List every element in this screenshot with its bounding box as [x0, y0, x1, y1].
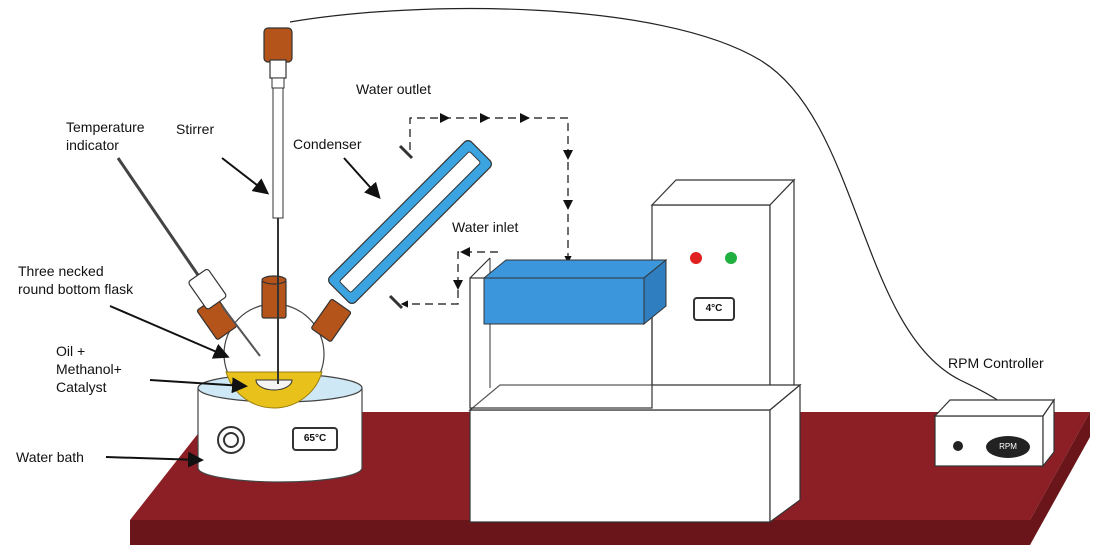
- stirrer-cable: [289, 7, 1001, 403]
- three-necked-flask-label: Three necked round bottom flask: [18, 263, 134, 297]
- water-bath-temp-display: 65°C: [303, 433, 327, 444]
- rpm-power-dot: [953, 441, 963, 451]
- mechanical-stirrer: [263, 27, 293, 384]
- bath-knob-inner: [223, 432, 239, 448]
- stirrer-label: Stirrer: [176, 121, 215, 137]
- condenser-label: Condenser: [293, 136, 362, 152]
- rpm-knob: [986, 436, 1030, 458]
- chiller-base: [469, 409, 771, 523]
- right-neck-adapter: [311, 298, 352, 342]
- water-bath-pointer: [105, 451, 204, 468]
- stirrer-pointer: [221, 157, 270, 195]
- label-pointer-arrows: [105, 157, 381, 468]
- chiller-green-light: [725, 252, 737, 264]
- flow-direction-arrows: [440, 113, 573, 290]
- chiller-red-light: [690, 252, 702, 264]
- flask-pointer: [109, 305, 230, 359]
- condenser-inlet-nozzle: [388, 294, 404, 310]
- temperature-indicator-label: Temperature indicator: [66, 119, 145, 153]
- mixture-pointer: [149, 377, 248, 394]
- stir-bar: [255, 379, 293, 391]
- oil-methanol-catalyst-label: Oil + Methanol+ Catalyst: [56, 343, 122, 395]
- rpm-controller-device: [933, 398, 1056, 468]
- condenser-pointer: [343, 157, 381, 199]
- three-necked-flask: [196, 275, 352, 409]
- rpm-controller-label: RPM Controller: [948, 355, 1044, 371]
- table-side-edge: [1030, 412, 1090, 545]
- condenser: [328, 140, 492, 304]
- temperature-probe: [116, 157, 261, 357]
- water-inlet-path: [400, 251, 498, 308]
- chiller-temp-display: 4°C: [705, 303, 723, 314]
- table-front-edge: [130, 520, 1030, 545]
- condenser-outlet-nozzle: [398, 144, 414, 160]
- water-outlet-label: Water outlet: [356, 81, 431, 97]
- water-bath-label: Water bath: [16, 449, 84, 465]
- water-inlet-label: Water inlet: [452, 219, 519, 235]
- chiller-unit: [468, 178, 802, 524]
- chiller-display-box: [693, 297, 735, 321]
- rpm-knob-label: RPM: [999, 442, 1017, 451]
- reservoir-water: [483, 277, 645, 325]
- bath-display-box: [292, 427, 338, 451]
